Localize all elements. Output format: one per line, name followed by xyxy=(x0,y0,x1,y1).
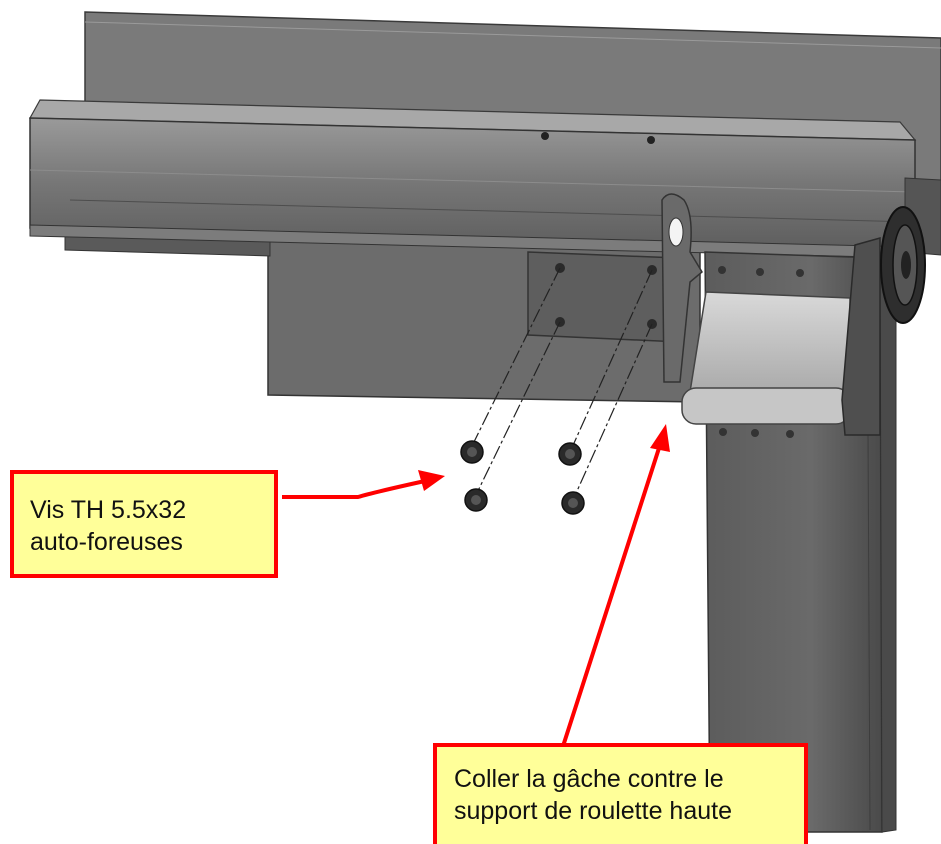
strike-plate xyxy=(527,251,681,343)
screw-axis-lines xyxy=(469,267,653,501)
callout-screws-line2: auto-foreuses xyxy=(30,528,183,556)
arrow-to-strike xyxy=(452,424,670,770)
arrow-to-screws xyxy=(282,470,445,499)
roller-bracket xyxy=(689,291,851,396)
bracket-bottom-roll xyxy=(681,387,851,425)
callout-screws-line1: Vis TH 5.5x32 xyxy=(30,496,187,524)
top-roller-wheel xyxy=(880,206,926,324)
roller-arm xyxy=(841,237,881,436)
callout-strike: Coller la gâche contre le support de rou… xyxy=(433,743,808,844)
self-drilling-screws xyxy=(460,440,585,515)
callout-screws: Vis TH 5.5x32 auto-foreuses xyxy=(10,470,278,578)
callout-strike-line1: Coller la gâche contre le xyxy=(454,765,724,793)
callout-strike-line2: support de roulette haute xyxy=(454,797,732,825)
